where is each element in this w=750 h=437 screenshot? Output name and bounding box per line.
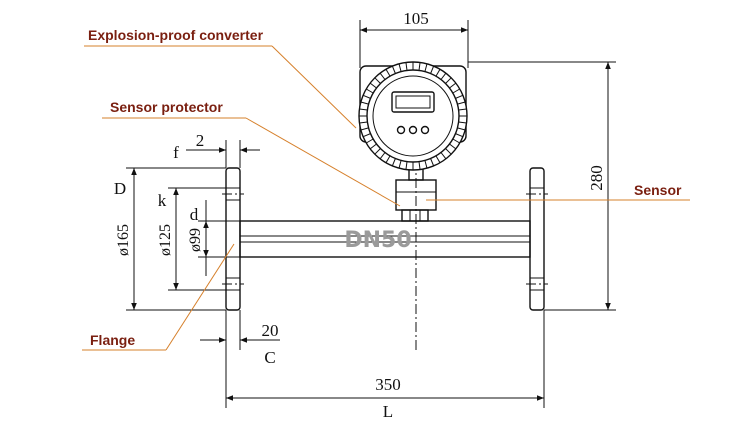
knurl-tick <box>405 62 408 71</box>
knurl-tick <box>398 160 402 169</box>
converter-housing <box>358 61 468 171</box>
dim-overall-length-value: 350 <box>375 375 401 394</box>
knurl-tick <box>455 133 464 138</box>
knurl-tick <box>359 121 368 124</box>
dim-flange-face <box>186 140 260 168</box>
dim-flange-face-letter: f <box>173 143 179 162</box>
dim-bolt-circle-letter: k <box>158 191 167 210</box>
knurl-tick <box>369 82 377 89</box>
knurl-tick <box>440 72 447 80</box>
sensor-assembly <box>395 160 437 350</box>
knurl-tick <box>452 88 461 94</box>
knurl-tick <box>418 161 421 170</box>
knurl-tick <box>365 138 374 144</box>
knurl-tick <box>430 158 435 167</box>
knurl-tick <box>398 63 402 72</box>
knurl-tick <box>430 65 435 74</box>
dim-outer-diameter-letter: D <box>114 179 126 198</box>
dim-overall-length-letter: L <box>383 402 393 421</box>
knurl-tick <box>374 77 381 84</box>
dim-outer-diameter-value: ø165 <box>115 224 132 256</box>
button-icon <box>408 125 418 135</box>
dim-flange-face-value: 2 <box>196 131 205 150</box>
knurl-tick <box>391 158 396 167</box>
knurl-tick <box>424 160 428 169</box>
knurl-tick <box>452 138 461 144</box>
left-flange <box>222 167 244 311</box>
dim-bore <box>198 200 240 276</box>
dim-bolt-circle <box>168 187 226 291</box>
knurl-tick <box>424 63 428 72</box>
button-icon <box>396 125 406 135</box>
dim-converter-width-value: 105 <box>403 9 429 28</box>
knurl-tick <box>391 65 396 74</box>
knurl-tick <box>418 62 421 71</box>
button-icon <box>420 125 430 135</box>
knurl-tick <box>435 68 441 77</box>
knurl-tick <box>359 108 368 111</box>
knurl-tick <box>435 155 441 164</box>
dim-overall-height <box>468 61 616 311</box>
callout-flange-label: Flange <box>90 332 135 348</box>
knurl-tick <box>458 108 467 111</box>
knurl-tick <box>440 152 447 160</box>
dim-converter-width <box>359 20 469 68</box>
knurl-tick <box>457 101 466 105</box>
knurl-tick <box>379 152 386 160</box>
right-flange <box>526 167 548 311</box>
dim-bolt-circle-value: ø125 <box>157 224 174 256</box>
knurl-tick <box>360 127 369 131</box>
callout-sensor-label: Sensor <box>634 182 682 198</box>
knurl-tick <box>362 94 371 99</box>
knurl-tick <box>457 127 466 131</box>
dim-overall-length <box>225 310 545 408</box>
dim-flange-width-value: 20 <box>262 321 279 340</box>
nominal-size-label: DN50 <box>344 228 411 253</box>
dim-flange-width-letter: C <box>264 348 275 367</box>
dim-outer-diameter <box>126 167 226 311</box>
dim-bore-value: ø99 <box>187 228 204 252</box>
knurl-tick <box>365 88 374 94</box>
callout-converter-label: Explosion-proof converter <box>88 27 264 43</box>
knurl-tick <box>360 101 369 105</box>
knurl-tick <box>405 161 408 170</box>
knurl-tick <box>449 143 457 150</box>
knurl-tick <box>374 148 381 155</box>
knurl-tick <box>458 121 467 124</box>
knurl-tick <box>369 143 377 150</box>
knurl-tick <box>362 133 371 138</box>
knurl-tick <box>385 155 391 164</box>
knurl-tick <box>445 148 452 155</box>
dim-overall-height-value: 280 <box>587 165 606 191</box>
knurl-tick <box>379 72 386 80</box>
callout-leaders <box>82 45 690 351</box>
dim-bore-letter: d <box>190 205 199 224</box>
knurl-tick <box>445 77 452 84</box>
knurl-tick <box>449 82 457 89</box>
knurl-tick <box>385 68 391 77</box>
callout-protector-label: Sensor protector <box>110 99 223 115</box>
housing-knurl <box>359 62 467 170</box>
knurl-tick <box>455 94 464 99</box>
